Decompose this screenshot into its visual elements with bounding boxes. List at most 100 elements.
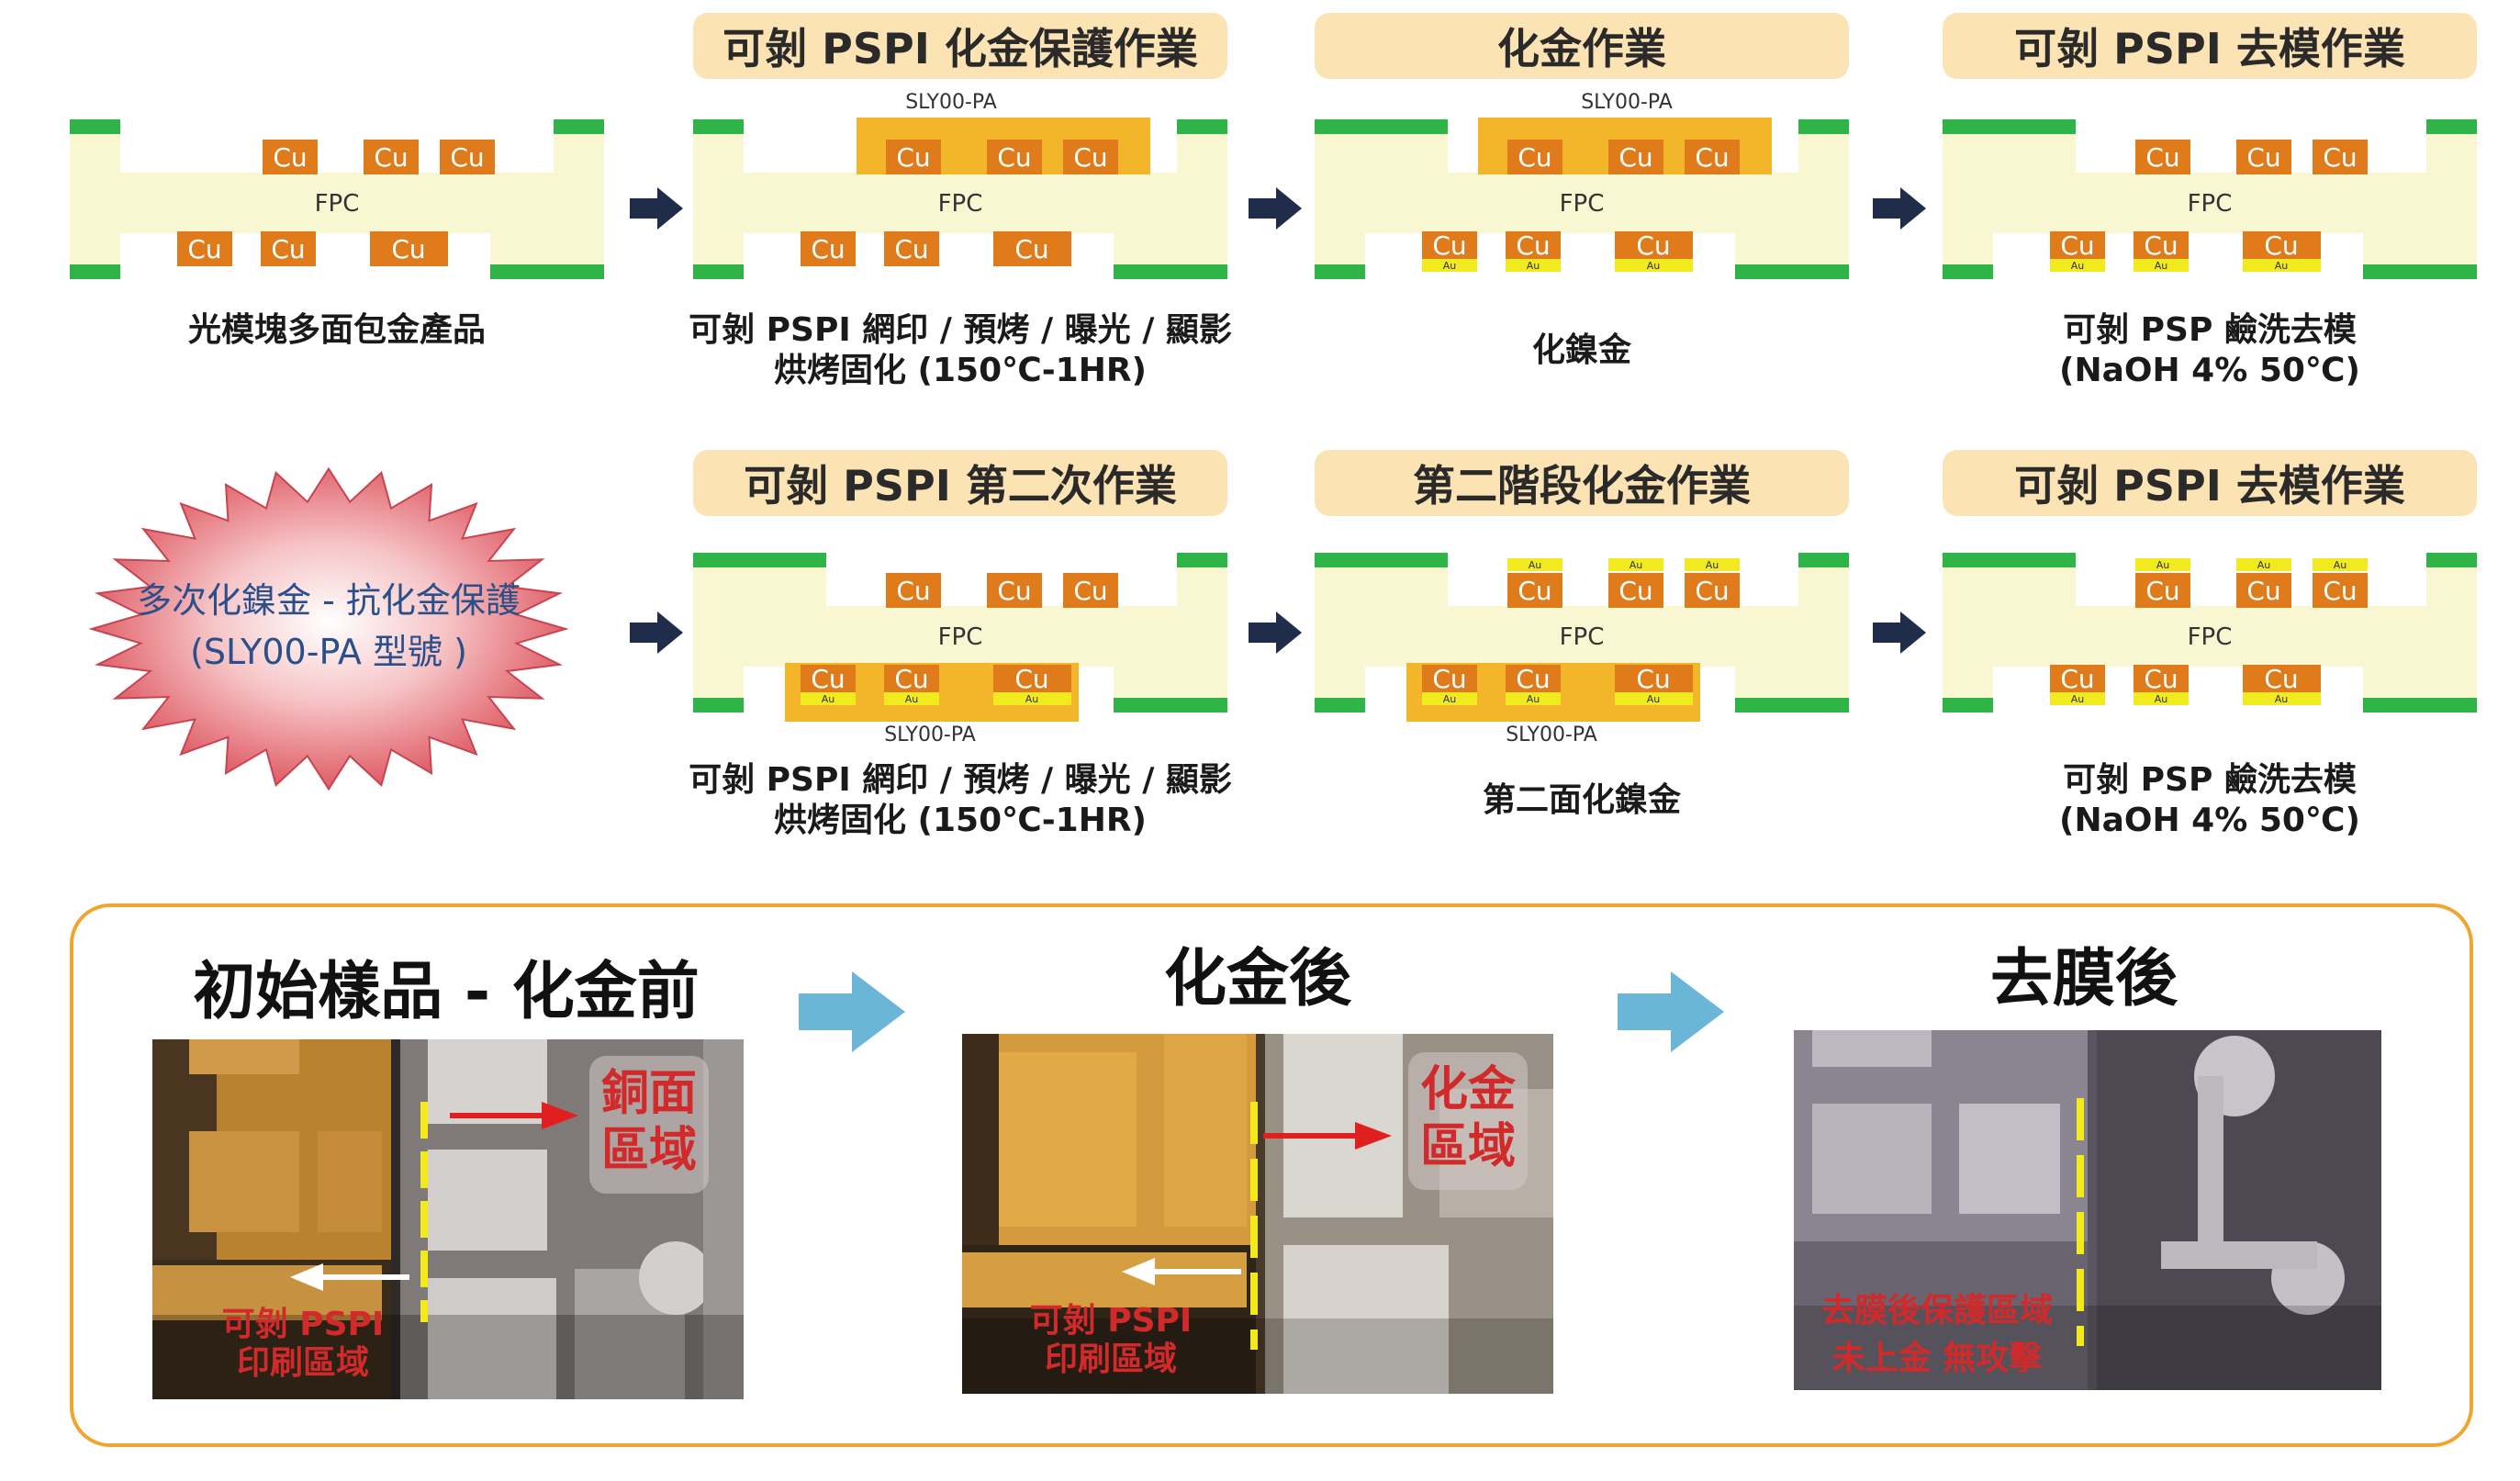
svg-text:FPC: FPC	[315, 190, 360, 218]
svg-text:Cu: Cu	[1014, 234, 1048, 264]
svg-text:Cu: Cu	[997, 576, 1031, 606]
step-caption-r1-0: 光模塊多面包金產品	[187, 311, 486, 349]
svg-text:Au: Au	[2257, 559, 2271, 571]
svg-text:Cu: Cu	[2060, 664, 2094, 694]
boundary-line	[1250, 1102, 1258, 1350]
arrow-right-icon	[630, 611, 683, 654]
svg-text:Cu: Cu	[1518, 142, 1551, 173]
svg-text:Cu: Cu	[2246, 142, 2280, 173]
svg-text:Cu: Cu	[2144, 230, 2178, 261]
svg-text:Au: Au	[1025, 693, 1039, 705]
step-title-r2-1: 可剝 PSPI 第二次作業	[693, 450, 1227, 516]
arrow-right-icon	[1249, 611, 1302, 654]
svg-text:Cu: Cu	[997, 142, 1031, 173]
svg-text:Au: Au	[2155, 260, 2168, 272]
photo-title-before: 初始樣品 - 化金前	[193, 956, 700, 1028]
svg-text:Cu: Cu	[1518, 576, 1551, 606]
step-caption-r1-1: 可剝 PSPI 網印 / 預烤 / 曝光 / 顯影烘烤固化 (150℃-1HR)	[689, 311, 1232, 389]
svg-text:Au: Au	[1630, 559, 1643, 571]
svg-text:FPC: FPC	[1560, 190, 1605, 218]
svg-text:Cu: Cu	[187, 234, 221, 264]
boundary-line	[420, 1102, 428, 1322]
svg-text:Au: Au	[1647, 260, 1661, 272]
svg-text:SLY00-PA: SLY00-PA	[884, 724, 976, 746]
svg-text:Au: Au	[2156, 559, 2170, 571]
svg-text:Au: Au	[2155, 693, 2168, 705]
svg-text:Au: Au	[905, 693, 919, 705]
svg-text:Cu: Cu	[1618, 576, 1652, 606]
step-caption-r2-2: 第二面化鎳金	[1482, 781, 1681, 819]
step-caption-r1-3: 可剝 PSP 鹼洗去模(NaOH 4% 50℃)	[2059, 311, 2360, 389]
photo-title-after-gold: 化金後	[1163, 943, 1351, 1015]
arrow-right-icon	[799, 971, 905, 1052]
label-protected-area: 去膜後保護區域未上金 無攻擊	[1820, 1292, 2053, 1377]
svg-text:Cu: Cu	[1516, 664, 1550, 694]
svg-text:Cu: Cu	[811, 664, 845, 694]
step-caption-r2-3: 可剝 PSP 鹼洗去模(NaOH 4% 50℃)	[2059, 761, 2360, 839]
svg-text:Cu: Cu	[894, 664, 928, 694]
svg-text:Cu: Cu	[1695, 142, 1729, 173]
svg-text:Cu: Cu	[2323, 576, 2357, 606]
svg-text:Au: Au	[1527, 693, 1540, 705]
step-title-r1-3: 可剝 PSPI 去模作業	[1943, 13, 2477, 79]
svg-text:Au: Au	[1443, 693, 1457, 705]
svg-text:Au: Au	[1527, 260, 1540, 272]
svg-text:Cu: Cu	[1014, 664, 1048, 694]
label-box	[1408, 1052, 1528, 1190]
svg-text:FPC: FPC	[2188, 190, 2233, 218]
svg-text:Cu: Cu	[1516, 230, 1550, 261]
sample-photo-after-strip	[1794, 1030, 2381, 1390]
arrow-left-white-icon	[290, 1263, 409, 1291]
svg-text:Cu: Cu	[1073, 576, 1107, 606]
badge-text: 多次化鎳金 - 抗化金保護 (SLY00-PA 型號 )	[137, 580, 521, 672]
svg-text:Cu: Cu	[2145, 142, 2179, 173]
svg-text:Au: Au	[2275, 260, 2289, 272]
svg-text:Cu: Cu	[1432, 664, 1466, 694]
svg-text:Au: Au	[1706, 559, 1719, 571]
svg-text:Cu: Cu	[2323, 142, 2357, 173]
svg-text:SLY00-PA: SLY00-PA	[1506, 724, 1597, 746]
svg-text:Cu: Cu	[2145, 576, 2179, 606]
arrow-right-icon	[1618, 971, 1724, 1052]
svg-text:Cu: Cu	[271, 234, 305, 264]
svg-text:FPC: FPC	[938, 623, 983, 651]
svg-text:Au: Au	[822, 693, 835, 705]
svg-text:Cu: Cu	[1618, 142, 1652, 173]
svg-text:Au: Au	[2071, 260, 2085, 272]
step-caption-r1-2: 化鎳金	[1531, 331, 1631, 369]
step-title-r1-2: 化金作業	[1315, 13, 1849, 79]
svg-text:Au: Au	[2071, 693, 2085, 705]
svg-text:SLY00-PA: SLY00-PA	[905, 91, 997, 114]
arrow-right-icon	[1249, 187, 1302, 230]
label-box	[589, 1056, 709, 1194]
starburst-badge	[88, 466, 569, 791]
arrow-right-icon	[630, 187, 683, 230]
step-title-r2-3: 可剝 PSPI 去模作業	[1943, 450, 2477, 516]
svg-text:Cu: Cu	[2060, 230, 2094, 261]
svg-text:Cu: Cu	[1636, 664, 1670, 694]
svg-text:Cu: Cu	[2264, 230, 2298, 261]
svg-text:Cu: Cu	[273, 142, 307, 173]
svg-text:Cu: Cu	[450, 142, 484, 173]
arrow-right-icon	[1873, 611, 1926, 654]
step-title-r1-1: 可剝 PSPI 化金保護作業	[693, 13, 1227, 79]
svg-text:Cu: Cu	[1073, 142, 1107, 173]
copper-pad	[177, 140, 495, 266]
sample-photos-panel	[70, 903, 2473, 1447]
step-caption-r2-1: 可剝 PSPI 網印 / 預烤 / 曝光 / 顯影烘烤固化 (150℃-1HR)	[689, 761, 1232, 839]
svg-text:Cu: Cu	[894, 234, 928, 264]
label-gold-area: 化金區域	[1419, 1062, 1516, 1174]
arrow-right-red-icon	[450, 1102, 578, 1129]
photo-title-after-strip: 去膜後	[1989, 943, 2178, 1015]
svg-text:Cu: Cu	[2144, 664, 2178, 694]
arrow-right-red-icon	[1263, 1122, 1392, 1150]
svg-text:Cu: Cu	[811, 234, 845, 264]
